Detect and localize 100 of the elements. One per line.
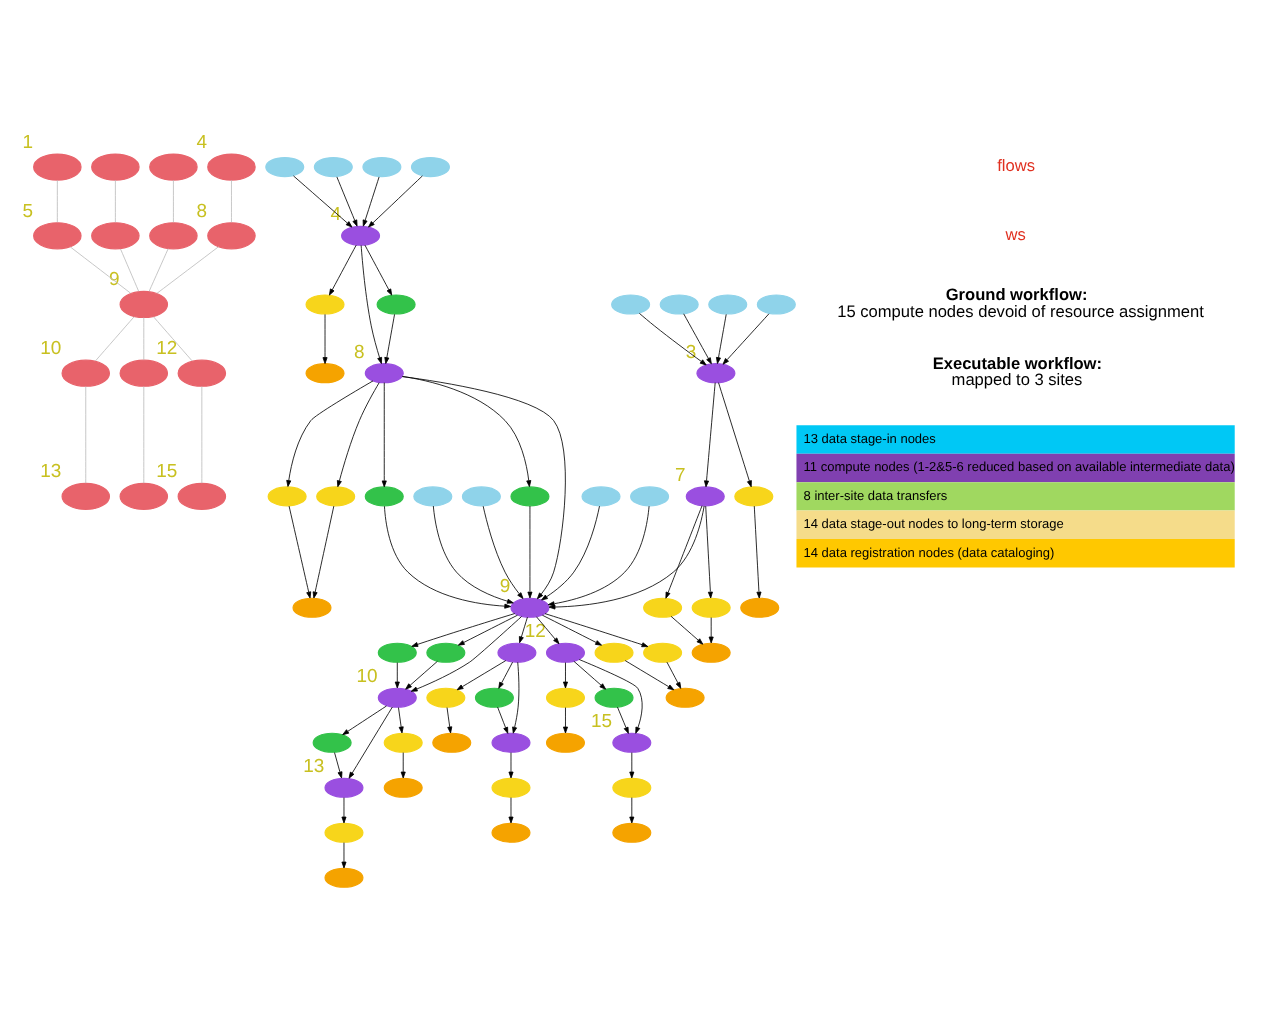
arrow (665, 504, 703, 598)
node-ellipse (383, 731, 423, 752)
arrow (624, 659, 675, 690)
connector (152, 315, 193, 361)
node-ellipse (61, 358, 111, 386)
node-ellipse (376, 293, 416, 314)
node-ellipse (491, 821, 531, 842)
arrow (384, 504, 512, 608)
node-label: 10 (40, 337, 62, 359)
node-ellipse (612, 821, 652, 842)
node-ellipse (33, 152, 82, 180)
arrow (718, 381, 752, 487)
arrow (548, 504, 705, 609)
node-ellipse (313, 156, 353, 177)
arrow (341, 841, 347, 868)
node-ellipse (659, 293, 699, 314)
node-label: 7 (675, 463, 686, 486)
node-ellipse (612, 776, 652, 797)
arrow (364, 243, 393, 295)
node-ellipse (510, 596, 550, 617)
node-ellipse (491, 731, 531, 752)
arrow (360, 243, 383, 363)
node-label: 9 (108, 268, 120, 291)
node-ellipse (364, 362, 404, 383)
arrow (293, 174, 353, 227)
arrow (722, 312, 770, 364)
connector (85, 385, 87, 483)
arrow (368, 174, 423, 227)
node-ellipse (61, 481, 111, 509)
node-ellipse (410, 156, 450, 177)
node-ellipse (691, 596, 731, 617)
arrow (286, 379, 374, 486)
arrow (432, 504, 514, 603)
arrow (498, 660, 513, 688)
node-ellipse (305, 293, 345, 314)
node-ellipse (545, 731, 586, 752)
node-ellipse (461, 485, 501, 506)
node-ellipse (207, 221, 256, 249)
connector (156, 245, 219, 293)
node-ellipse (594, 686, 634, 707)
node-label: 8 (354, 340, 365, 363)
node-ellipse (685, 485, 725, 506)
node-ellipse (91, 152, 140, 180)
node-ellipse (413, 485, 453, 506)
node-ellipse (665, 686, 705, 707)
arrow (394, 661, 400, 688)
node-ellipse (119, 358, 169, 386)
arrow (544, 612, 649, 647)
node-ellipse (691, 641, 731, 662)
node-ellipse (91, 221, 140, 249)
node-ellipse (324, 776, 364, 797)
arrow (400, 751, 406, 778)
arrow (563, 661, 568, 688)
node-ellipse (383, 776, 423, 797)
arrow (512, 660, 520, 733)
node-ellipse (149, 221, 198, 249)
node-label: 12 (156, 337, 178, 359)
node-ellipse (364, 485, 404, 506)
connector (231, 178, 232, 222)
node-ellipse (510, 485, 550, 506)
connector (114, 178, 116, 222)
node-ellipse (305, 362, 345, 383)
node-label: 10 (356, 665, 378, 688)
arrow (527, 504, 533, 598)
arrow (381, 381, 387, 487)
label: flows (997, 154, 1035, 175)
node-ellipse (316, 485, 356, 506)
node-ellipse (119, 289, 169, 318)
arrow (482, 504, 524, 598)
node-ellipse (545, 641, 586, 662)
node-ellipse (708, 293, 748, 314)
node-ellipse (474, 686, 514, 707)
arrow (401, 375, 566, 599)
node-ellipse (740, 596, 780, 617)
connector (120, 247, 140, 291)
arrow (405, 659, 438, 689)
node-label: 12 (524, 620, 546, 643)
connector (201, 385, 203, 483)
node-label: 5 (22, 199, 33, 222)
node-ellipse (612, 731, 652, 752)
node-ellipse (292, 596, 332, 617)
node-label: 15 (591, 710, 613, 733)
arrow (336, 175, 358, 226)
arrow (456, 659, 507, 690)
arrow (705, 504, 713, 598)
arrow (497, 705, 509, 733)
node-ellipse (426, 686, 466, 707)
arrow (348, 705, 393, 778)
connector (56, 178, 58, 222)
node-ellipse (734, 485, 774, 506)
node-ellipse (491, 776, 531, 797)
arrow (312, 504, 335, 598)
arrow (508, 796, 514, 823)
node-ellipse (696, 362, 736, 383)
label: Executable workflow: mapped to 3 sites (932, 351, 1103, 389)
arrow (578, 658, 643, 733)
node-ellipse (756, 293, 796, 314)
arrow (334, 751, 343, 778)
arrow (617, 705, 629, 733)
label: Ground workflow: 15 compute nodes devoid of resource assignment (837, 282, 1204, 320)
